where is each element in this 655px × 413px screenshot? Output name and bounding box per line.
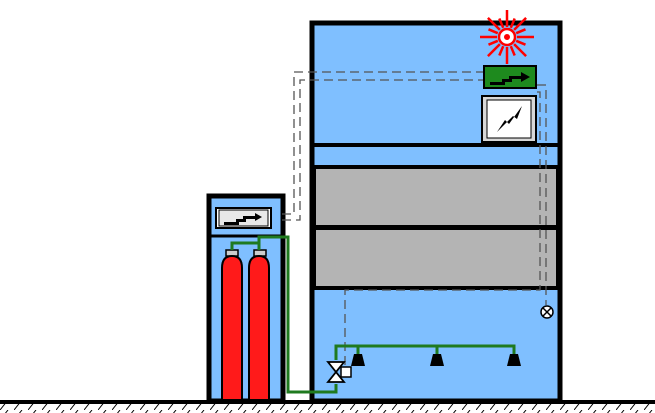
floor-hatching: [0, 403, 655, 413]
flashing-beacon: [480, 10, 534, 64]
gas-cylinder: [248, 249, 270, 401]
cylinder-body: [248, 254, 270, 401]
valve-actuator: [340, 366, 352, 378]
beacon-ray: [488, 28, 499, 35]
arrow-panel-icon: [490, 72, 530, 85]
control-panel: [215, 207, 272, 229]
wire-control-to-alarm: [282, 71, 484, 215]
manual-release-face: [486, 99, 532, 139]
beacon-ray: [515, 39, 526, 46]
beacon-ray: [513, 43, 527, 57]
floor: [0, 400, 655, 413]
nozzle-icon: [507, 354, 521, 366]
bowtie-valve-icon: [326, 361, 346, 383]
beacon-ray: [487, 43, 501, 57]
ceiling-slab-lower: [312, 226, 560, 290]
signal-wiring: [282, 71, 547, 370]
gas-cylinders: [221, 235, 338, 401]
heat-detector: [540, 305, 554, 319]
nozzle-icon: [351, 354, 365, 366]
beacon-ray: [488, 39, 499, 46]
wire-alarm-to-valve: [344, 91, 541, 370]
ceiling-slab-upper: [312, 165, 560, 229]
beacon-ray: [513, 17, 527, 31]
discharge-nozzle: [351, 346, 365, 366]
beacon-core: [504, 34, 510, 40]
beacon-ray: [498, 45, 505, 56]
release-valve: [326, 361, 352, 383]
beacon-ray: [498, 18, 505, 29]
alarm-panel: [483, 65, 537, 89]
arrow-panel-icon: [224, 213, 262, 225]
discharge-pipework: [334, 344, 521, 366]
starburst-icon: [480, 10, 534, 64]
lightning-icon: [497, 106, 522, 132]
discharge-nozzle: [507, 346, 521, 366]
gas-cylinder: [221, 249, 243, 401]
wire-alarm-to-detector: [537, 84, 547, 305]
nozzle-icon: [430, 354, 444, 366]
wire-control-to-alarm-2: [282, 79, 484, 221]
beacon-ray: [487, 17, 501, 31]
cylinder-manifold: [230, 235, 338, 394]
beacon-ray: [509, 45, 516, 56]
beacon-ray: [515, 28, 526, 35]
cylinder-body: [221, 254, 243, 401]
manual-release-station: [481, 95, 537, 143]
detector-cross-b: [542, 307, 552, 317]
discharge-nozzle: [430, 346, 444, 366]
beacon-ray: [509, 18, 516, 29]
